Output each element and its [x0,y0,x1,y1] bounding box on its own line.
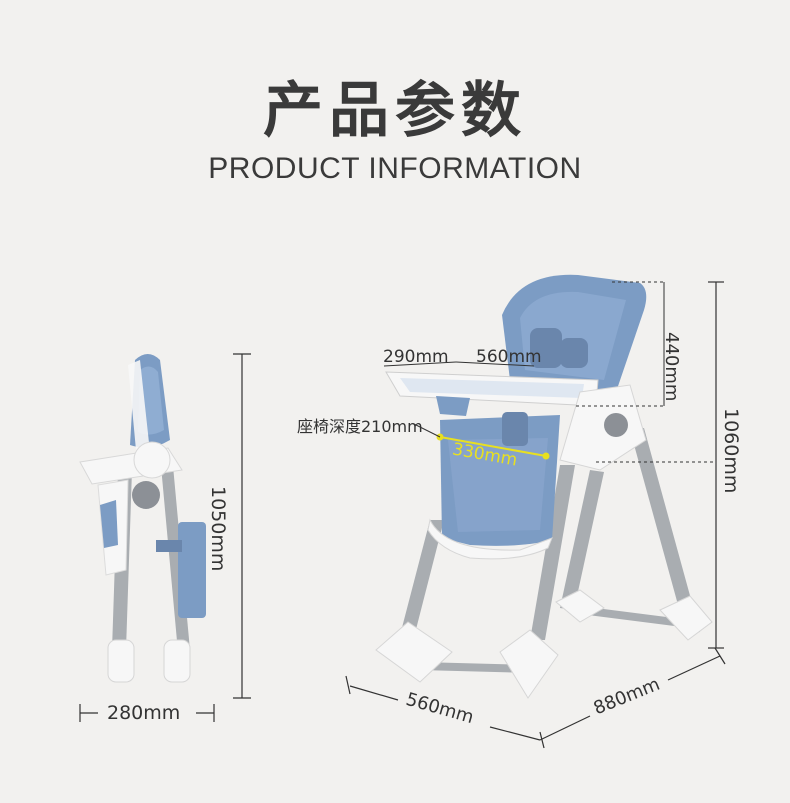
page-title-cn: 产品参数 [263,76,527,146]
tray-width-label: 290mm [383,347,449,367]
open-depth-dimension [539,647,726,741]
page-title-en: PRODUCT INFORMATION [208,152,582,185]
folded-width-dimension [79,704,215,722]
folded-width-label: 280mm [107,702,181,724]
tray-length-label: 560mm [476,347,542,367]
open-height-label: 1060mm [720,408,742,494]
folded-height-label: 1050mm [207,486,229,572]
open-chair-image [375,274,713,699]
seat-width-highlight [436,433,550,460]
seat-depth-label: 座椅深度210mm [297,417,423,436]
tray-dimension-lines [383,361,535,367]
folded-chair-image [79,354,206,683]
seat-depth-leader [413,423,441,438]
open-width-dimension [345,675,545,749]
backrest-dimension [576,281,665,407]
folded-height-dimension [233,353,251,699]
backrest-height-label: 440mm [661,332,682,402]
open-height-dimension [596,281,724,649]
